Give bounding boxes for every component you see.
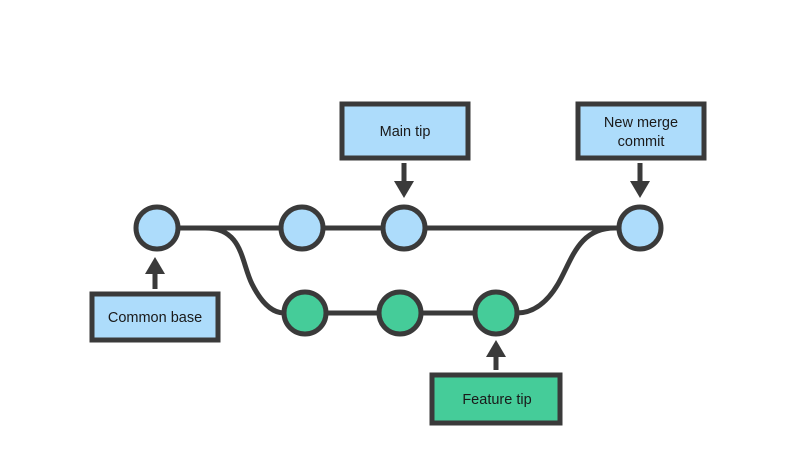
commit-node-feature-tip[interactable] [472,289,520,337]
commit-node-feature-2[interactable] [376,289,424,337]
main-tip-box-label: Main tip [380,124,431,140]
main-branch-nodes [133,204,664,252]
annotation-new-merge-commit[interactable]: New merge commit [575,101,707,198]
annotation-feature-tip[interactable]: Feature tip [429,340,563,426]
common-base-arrow-icon [145,257,165,289]
main-tip-box[interactable] [339,101,471,161]
annotation-common-base[interactable]: Common base [89,257,221,343]
feature-tip-arrow-icon [486,340,506,370]
common-base-box[interactable] [89,291,221,343]
new-merge-commit-box[interactable] [575,101,707,161]
feature-tip-box[interactable] [429,372,563,426]
merge-back-curve [514,225,618,316]
new-merge-commit-arrow-icon [630,163,650,198]
common-base-box-label: Common base [108,310,202,326]
commit-node-feature-1[interactable] [281,289,329,337]
commit-node-merge-commit[interactable] [616,204,664,252]
commit-node-common-base[interactable] [133,204,181,252]
feature-tip-box-label: Feature tip [462,392,531,408]
branch-off-curve [202,225,287,316]
main-tip-arrow-icon [394,163,414,198]
feature-branch-nodes [281,289,520,337]
new-merge-commit-box-label-line1: New merge [604,115,678,131]
commit-node-main-1[interactable] [278,204,326,252]
branch-edges [178,225,619,316]
commit-node-main-tip[interactable] [380,204,428,252]
annotation-main-tip[interactable]: Main tip [339,101,471,198]
new-merge-commit-box-label-line2: commit [618,134,665,150]
